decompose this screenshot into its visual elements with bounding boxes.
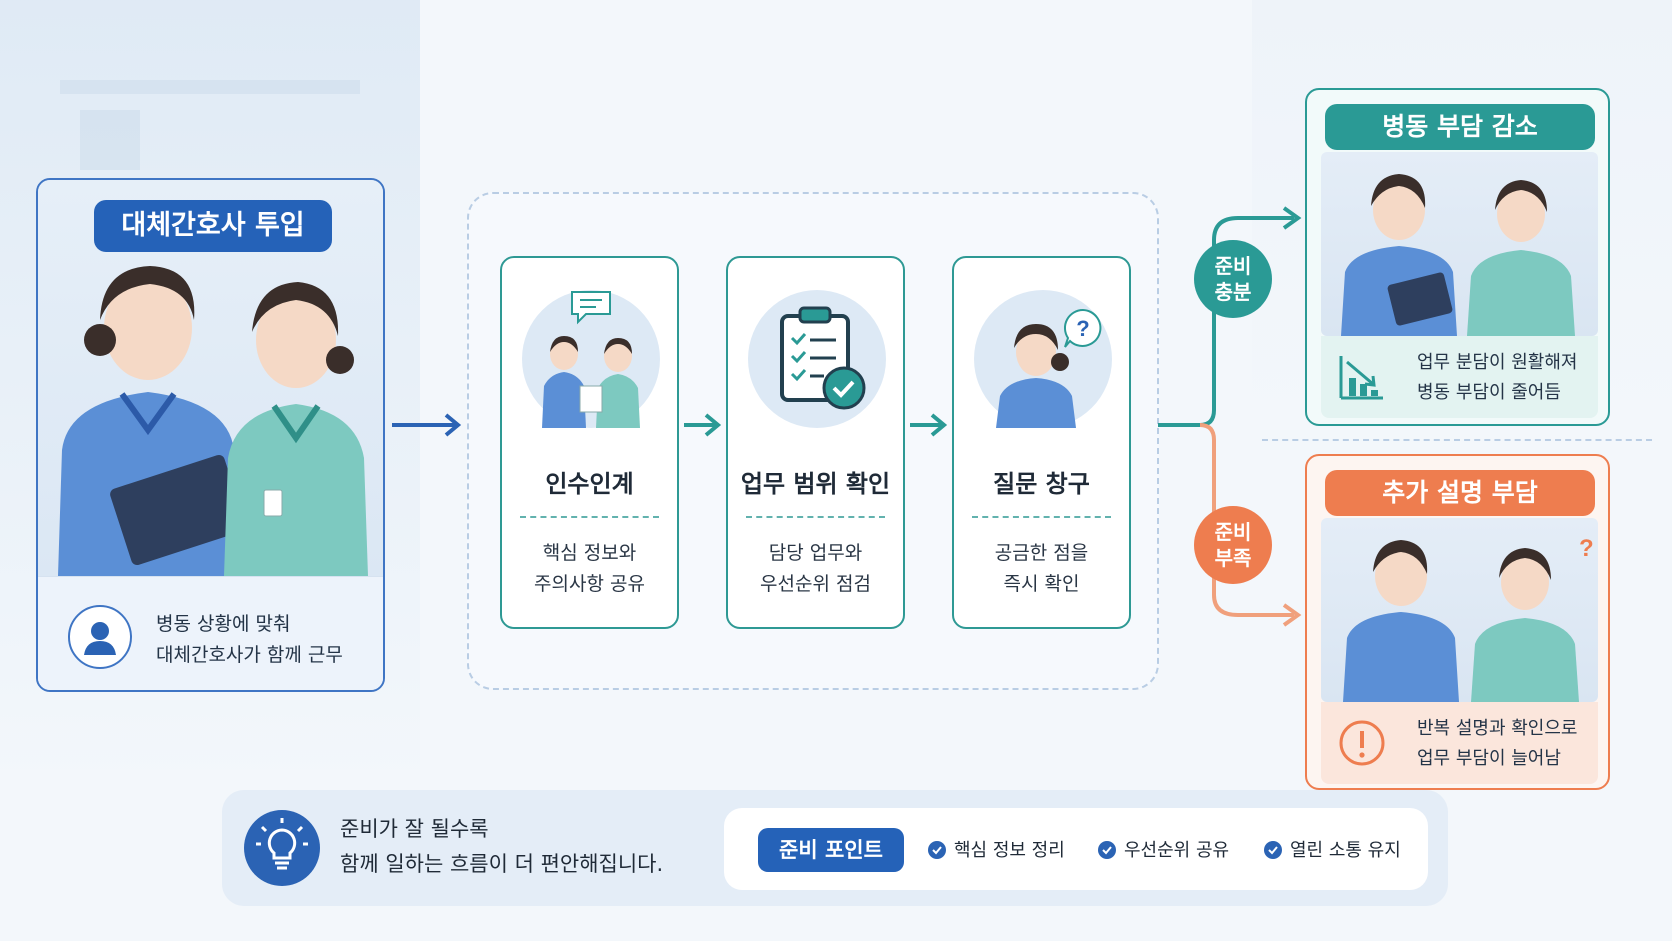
user-icon [68, 605, 132, 669]
outcome-title: 병동 부담 감소 [1325, 104, 1595, 150]
bottom-message-line-1: 준비가 잘 될수록 [340, 817, 489, 841]
badge-ready: 준비 충분 [1194, 240, 1272, 318]
point-label: 열린 소통 유지 [1290, 840, 1401, 861]
background-shelf [60, 80, 360, 94]
check-icon [1264, 841, 1282, 859]
arrow-right-icon [392, 413, 462, 437]
step-desc-line-2: 즉시 확인 [1003, 573, 1080, 595]
step-illustration [974, 290, 1112, 428]
chart-decrease-icon [1339, 356, 1383, 400]
outcome-divider [1262, 439, 1652, 441]
substitute-nurse-card: 대체간호사 투입 병동 상황에 맞춰 대체간호사가 함께 근무 [36, 178, 385, 692]
question-bubble-icon: ? [1063, 308, 1102, 348]
outcome-negative-card: 추가 설명 부담 ? 반복 설명과 확인으로 업무 부담이 늘어남 [1305, 454, 1610, 790]
bottom-message-line-2: 함께 일하는 흐름이 더 편안해집니다. [340, 852, 664, 876]
outcome-illustration [1321, 152, 1598, 336]
step-divider [520, 516, 659, 518]
arrow-right-icon [910, 413, 948, 437]
step-scope-check: 업무 범위 확인 담당 업무와 우선순위 점검 [726, 256, 905, 629]
outcome-note-line-2: 업무 부담이 늘어남 [1417, 748, 1561, 769]
point-label: 우선순위 공유 [1124, 840, 1230, 861]
points-label: 준비 포인트 [758, 828, 904, 872]
outcome-title: 추가 설명 부담 [1325, 470, 1595, 516]
badge-not-ready-line-1: 준비 [1214, 520, 1252, 544]
outcome-note-line-1: 반복 설명과 확인으로 [1417, 718, 1578, 739]
point-label: 핵심 정보 정리 [954, 840, 1065, 861]
lightbulb-icon [244, 810, 320, 886]
badge-ready-line-2: 충분 [1214, 280, 1252, 304]
point-item: 열린 소통 유지 [1264, 836, 1401, 862]
point-item: 핵심 정보 정리 [928, 836, 1065, 862]
outcome-note-line-1: 업무 분담이 원활해져 [1417, 352, 1578, 373]
caption-line-2: 대체간호사가 함께 근무 [156, 644, 343, 666]
exclamation-icon [1339, 720, 1385, 766]
step-title: 질문 창구 [993, 470, 1090, 498]
outcome-illustration: ? [1321, 518, 1598, 702]
step-desc-line-1: 공금한 점을 [994, 542, 1089, 564]
step-title: 업무 범위 확인 [740, 470, 891, 498]
step-title: 인수인계 [545, 470, 634, 498]
svg-text:?: ? [1579, 535, 1594, 562]
step-desc-line-2: 우선순위 점검 [760, 573, 871, 595]
caption-line-1: 병동 상황에 맞춰 [156, 613, 291, 635]
chat-bubble-icon [571, 291, 611, 325]
outcome-note: 업무 분담이 원활해져 병동 부담이 줄어듬 [1321, 336, 1598, 418]
card-caption: 병동 상황에 맞춰 대체간호사가 함께 근무 [38, 576, 383, 690]
step-divider [746, 516, 885, 518]
arrow-right-icon [684, 413, 722, 437]
svg-text:?: ? [1076, 316, 1089, 341]
preparation-points: 준비 포인트 핵심 정보 정리 우선순위 공유 열린 소통 유지 [724, 808, 1428, 890]
check-icon [1098, 841, 1116, 859]
branch-connector [1158, 206, 1302, 627]
outcome-note: 반복 설명과 확인으로 업무 부담이 늘어남 [1321, 702, 1598, 784]
badge-not-ready-line-2: 부족 [1214, 546, 1252, 570]
check-icon [928, 841, 946, 859]
background-window [80, 110, 140, 170]
card-title: 대체간호사 투입 [94, 200, 332, 252]
badge-ready-line-1: 준비 [1214, 254, 1252, 278]
step-question-channel: ? 질문 창구 공금한 점을 즉시 확인 [952, 256, 1131, 629]
bottom-tip-bar: 준비가 잘 될수록 함께 일하는 흐름이 더 편안해집니다. 준비 포인트 핵심… [222, 790, 1448, 906]
step-desc-line-1: 담당 업무와 [768, 542, 863, 564]
outcome-note-line-2: 병동 부담이 줄어듬 [1417, 382, 1561, 403]
step-divider [972, 516, 1111, 518]
badge-not-ready: 준비 부족 [1194, 506, 1272, 584]
point-item: 우선순위 공유 [1098, 836, 1229, 862]
step-desc-line-1: 핵심 정보와 [542, 542, 637, 564]
step-handover: 인수인계 핵심 정보와 주의사항 공유 [500, 256, 679, 629]
outcome-positive-card: 병동 부담 감소 업무 분담이 원활해져 병동 부담이 줄어듬 [1305, 88, 1610, 426]
step-desc-line-2: 주의사항 공유 [534, 573, 645, 595]
clipboard-check-icon [748, 290, 886, 428]
